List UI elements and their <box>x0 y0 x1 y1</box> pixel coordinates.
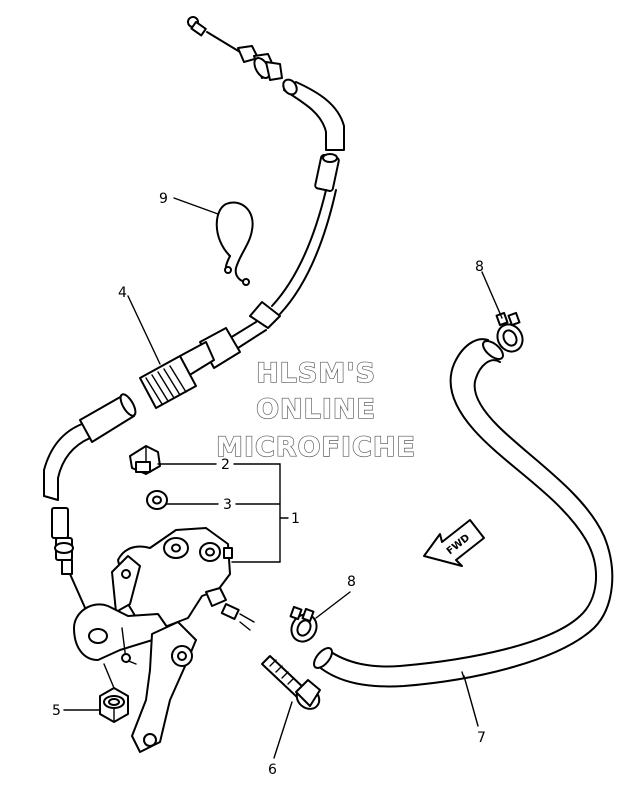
throttle-cable <box>43 16 345 617</box>
callout-6: 6 <box>268 762 277 778</box>
callout-8-lower: 8 <box>347 574 356 590</box>
callout-7: 7 <box>477 730 486 746</box>
callout-1: 1 <box>291 511 300 527</box>
lock-nut <box>99 687 129 723</box>
callout-5: 5 <box>52 703 61 719</box>
leader-lines <box>63 197 503 759</box>
oil-hose <box>313 338 614 688</box>
callout-labels: 9 4 8 2 3 1 8 5 6 7 <box>52 191 486 778</box>
forward-direction-arrow: FWD <box>423 519 485 567</box>
oil-pump <box>73 527 255 753</box>
watermark-line-3: MICROFICHE <box>216 432 416 463</box>
watermark-line-1: HLSM'S <box>256 358 376 389</box>
hose-clamp-upper <box>495 311 524 353</box>
sealing-washer <box>146 490 168 510</box>
mounting-screw <box>261 655 321 710</box>
callout-9: 9 <box>159 191 168 207</box>
callout-4: 4 <box>118 285 127 301</box>
callout-3: 3 <box>223 497 232 513</box>
callout-8-upper: 8 <box>475 259 484 275</box>
callout-2: 2 <box>221 457 230 473</box>
watermark: HLSM'S ONLINE MICROFICHE <box>215 357 416 463</box>
cable-clip <box>215 201 254 286</box>
watermark-line-2: ONLINE <box>256 394 376 425</box>
hose-clamp-lower <box>289 605 318 643</box>
banjo-bolt <box>129 445 161 475</box>
